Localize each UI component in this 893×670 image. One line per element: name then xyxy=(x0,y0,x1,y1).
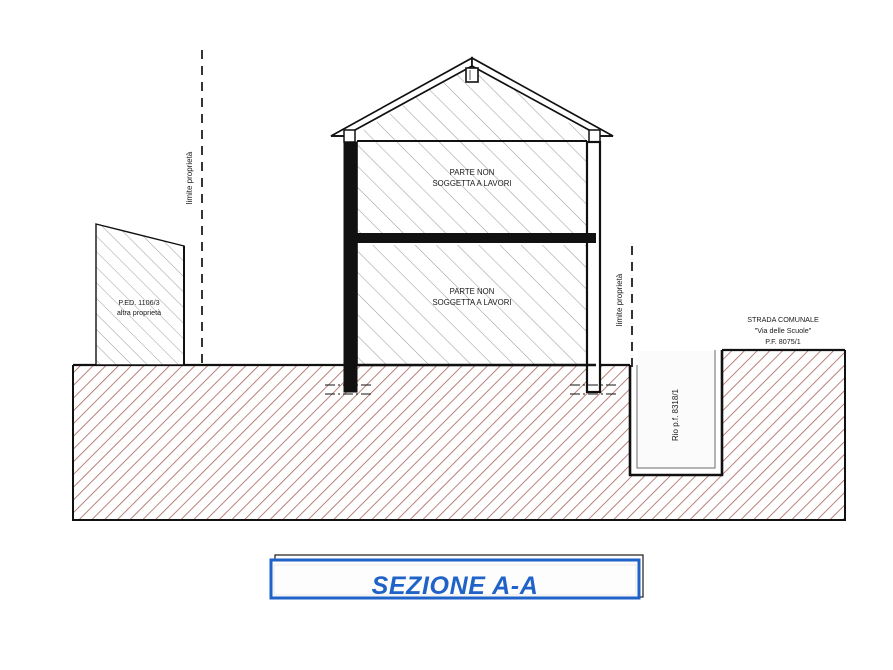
attic-gable-fill xyxy=(348,62,596,140)
road-label-group: STRADA COMUNALE "Via delle Scuole" P.F. … xyxy=(747,315,819,346)
ridge-beam-box xyxy=(465,67,479,83)
upper-storey-fill xyxy=(348,140,596,235)
upper-floor-label-line1: PARTE NON xyxy=(450,168,495,177)
left-building-body xyxy=(95,223,185,366)
wall-head-beam-right xyxy=(588,129,601,143)
stream-lining-line-2 xyxy=(636,350,716,469)
stream-label-group: Rio p.f. 8318/1 xyxy=(671,388,680,441)
road-label-line3: P.F. 8075/1 xyxy=(765,337,800,346)
lower-floor-label-line1: PARTE NON xyxy=(450,287,495,296)
foundation-indications xyxy=(325,384,617,395)
stream-label: Rio p.f. 8318/1 xyxy=(671,388,680,441)
left-building-label-line1: P.ED. 1106/3 xyxy=(118,298,159,307)
main-building-section: PARTE NON SOGGETTA A LAVORI PARTE NON SO… xyxy=(325,56,617,395)
stream-interior xyxy=(638,351,714,467)
title-block-inner-panel xyxy=(273,564,637,596)
title-block-caption: SEZIONE A-A xyxy=(372,572,539,600)
column-right xyxy=(585,140,602,394)
property-limit-left-group: limite proprietà xyxy=(185,50,203,365)
ground-fill xyxy=(73,350,845,520)
terrain-group xyxy=(72,348,846,521)
wall-head-beam-left xyxy=(343,129,356,143)
lower-floor-label-line2: SOGGETTA A LAVORI xyxy=(432,298,511,307)
property-limit-right-group: limite proprietà xyxy=(615,246,633,368)
lower-storey-fill xyxy=(348,245,596,365)
road-label-line1: STRADA COMUNALE xyxy=(747,315,819,324)
intermediate-floor-slab xyxy=(348,233,596,243)
property-limit-right-label: limite proprietà xyxy=(615,273,624,326)
column-left xyxy=(343,141,358,393)
left-building-label-line2: altra proprietà xyxy=(117,308,161,317)
road-label-line2: "Via delle Scuole" xyxy=(755,326,812,335)
stream-channel-outline xyxy=(628,350,724,477)
title-block-group: SEZIONE A-A xyxy=(269,554,644,600)
ground-block-boundary xyxy=(72,350,846,521)
left-neighbour-building: P.ED. 1106/3 altra proprietà xyxy=(95,223,185,366)
upper-floor-label-line2: SOGGETTA A LAVORI xyxy=(432,179,511,188)
property-limit-left-label: limite proprietà xyxy=(185,151,194,204)
